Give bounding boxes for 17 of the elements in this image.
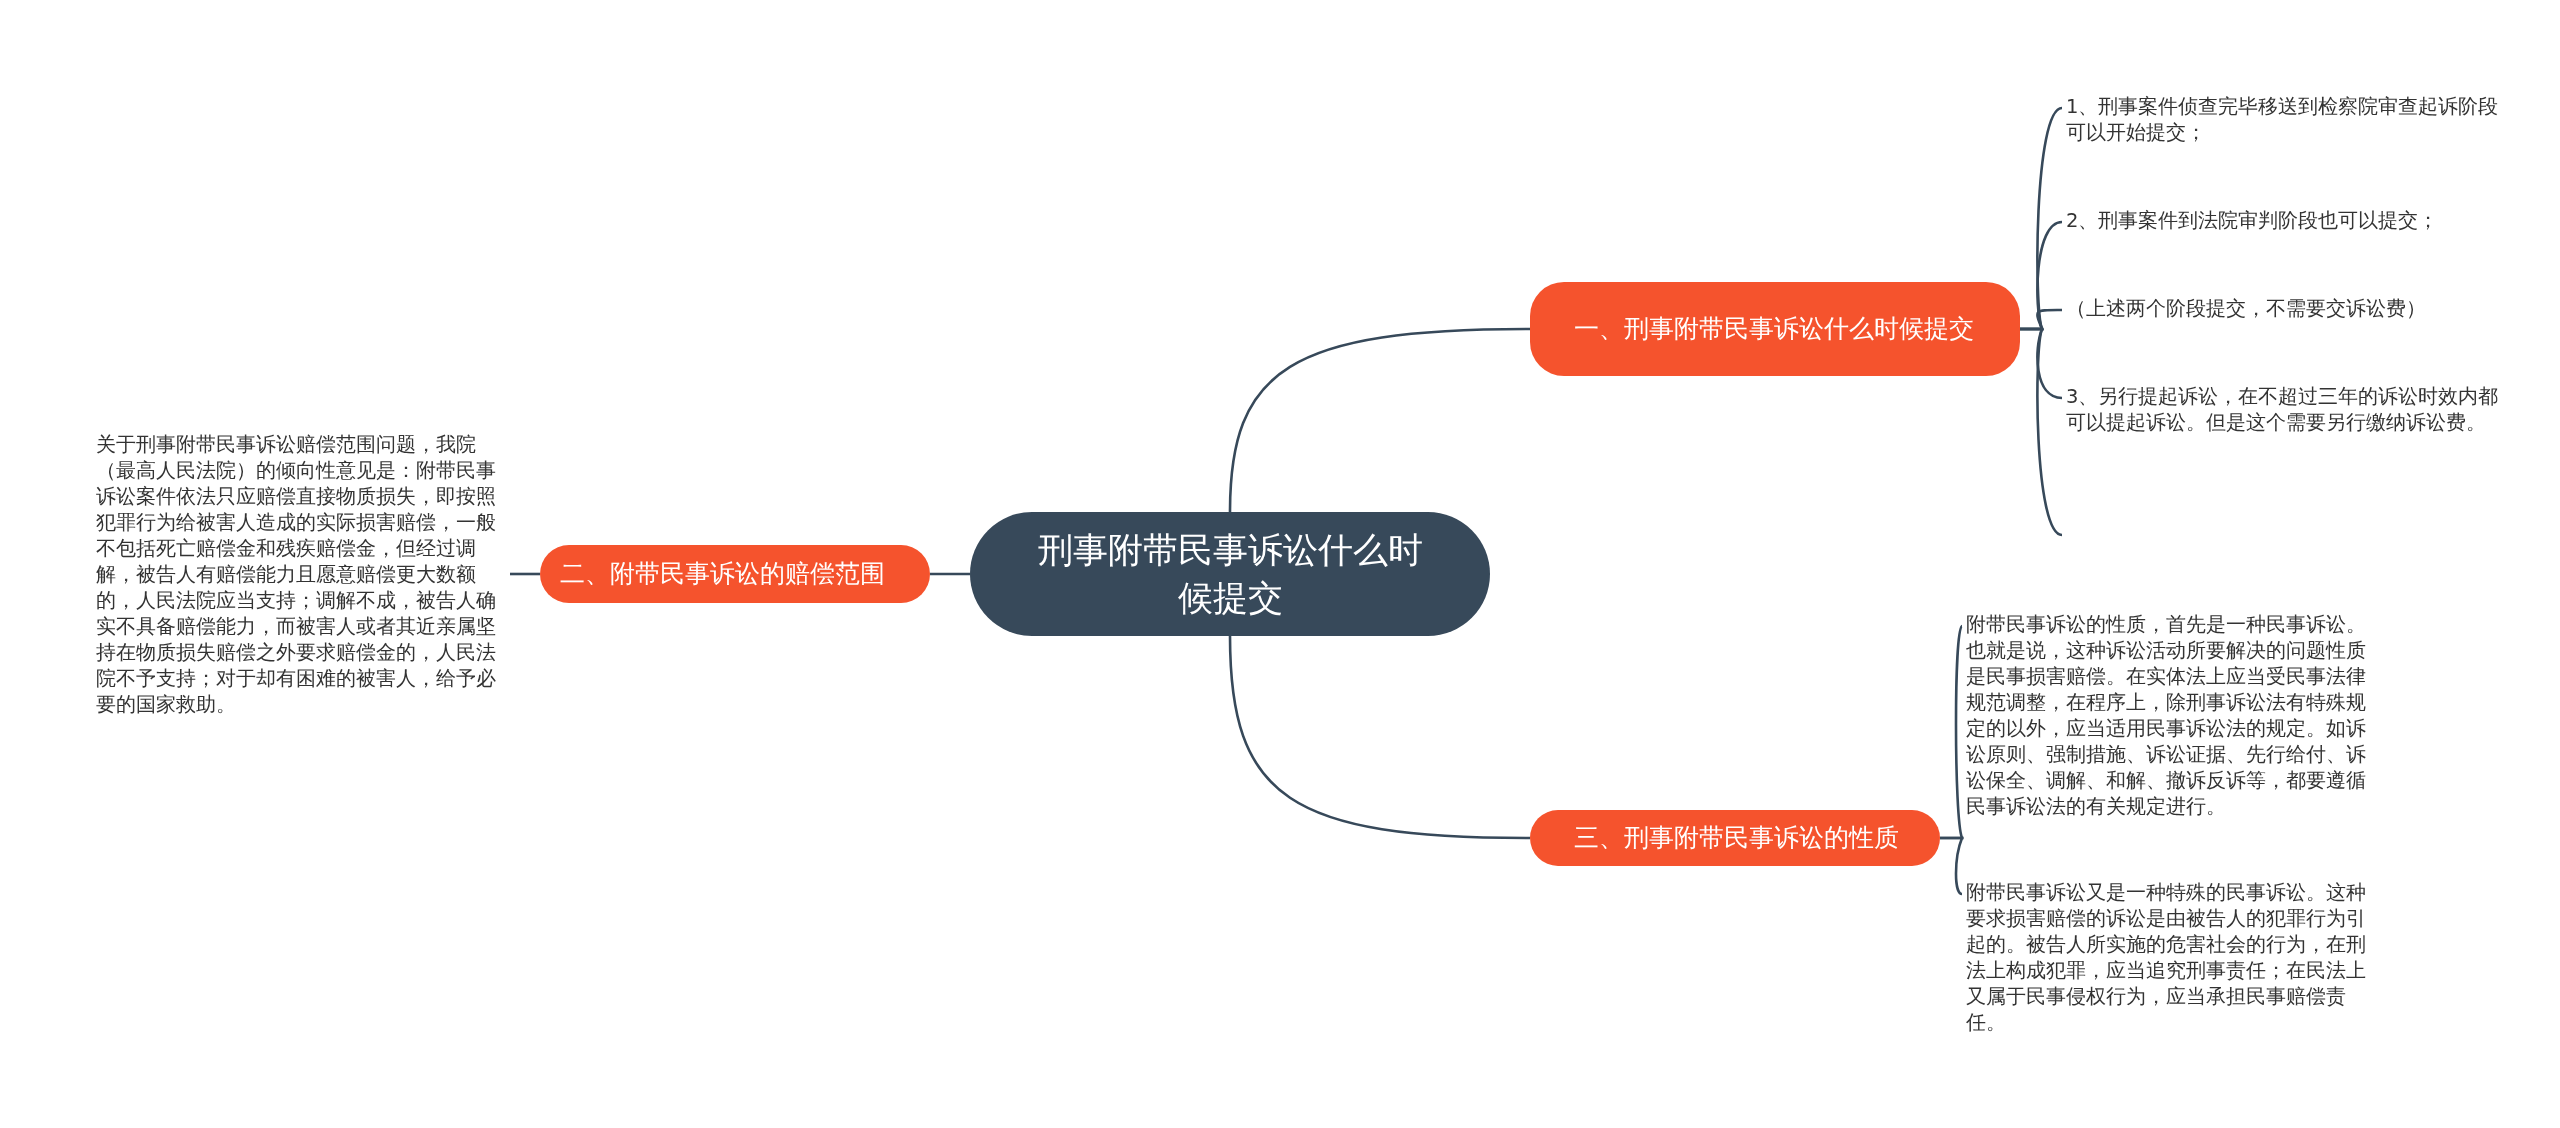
note-text: （上述两个阶段提交，不需要交诉讼费）: [2066, 296, 2516, 322]
note-text: 附带民事诉讼的性质，首先是一种民事诉讼。也就是说，这种诉讼活动所要解决的问题性质是民事损害赔偿。在实体法上应当受民事法律规范调整，在程序上，除刑事诉讼法有特殊规定的以外，应当适用民事诉讼法的规定。如诉讼原则、强制措施、诉讼证据、先行给付、诉讼保全、调解、和解、撤诉反诉等，都要遵循民事诉讼法的有关规定进行。: [1966, 612, 2376, 820]
connector-line: [930, 572, 970, 576]
connector-line: [1940, 836, 1964, 896]
central-topic: 刑事附带民事诉讼什么时候提交: [970, 512, 1490, 636]
connector-line: [510, 572, 540, 576]
branch-topic: 三、刑事附带民事诉讼的性质: [1530, 810, 1940, 866]
note-text: 2、刑事案件到法院审判阶段也可以提交；: [2066, 208, 2516, 234]
note-text: 1、刑事案件侦查完毕移送到检察院审查起诉阶段可以开始提交；: [2066, 94, 2516, 146]
branch-topic: 二、附带民事诉讼的赔偿范围: [540, 545, 930, 603]
connector-line: [2020, 327, 2063, 400]
branch-topic: 一、刑事附带民事诉讼什么时候提交: [1530, 282, 2020, 376]
note-text: 附带民事诉讼又是一种特殊的民事诉讼。这种要求损害赔偿的诉讼是由被告人的犯罪行为引起的。被告人所实施的危害社会的行为，在刑法上构成犯罪，应当追究刑事责任；在民法上又属于民事侵权行为，应当承担民事赔偿责任。: [1966, 880, 2376, 1036]
note-text: 3、另行提起诉讼，在不超过三年的诉讼时效内都可以提起诉讼。但是这个需要另行缴纳诉讼费。: [2066, 384, 2516, 436]
connector-line: [1228, 327, 1531, 513]
note-text: 关于刑事附带民事诉讼赔偿范围问题，我院（最高人民法院）的倾向性意见是：附带民事诉讼案件依法只应赔偿直接物质损失，即按照犯罪行为给被害人造成的实际损害赔偿，一般不包括死亡赔偿金和残疾赔偿金，但经过调解，被告人有赔偿能力且愿意赔偿更大数额的，人民法院应当支持；调解不成，被告人确实不具备赔偿能力，而被害人或者其近亲属坚持在物质损失赔偿之外要求赔偿金的，人民法院不予支持；对于却有困难的被害人，给予必要的国家救助。: [96, 432, 504, 718]
connector-line: [1228, 635, 1531, 840]
